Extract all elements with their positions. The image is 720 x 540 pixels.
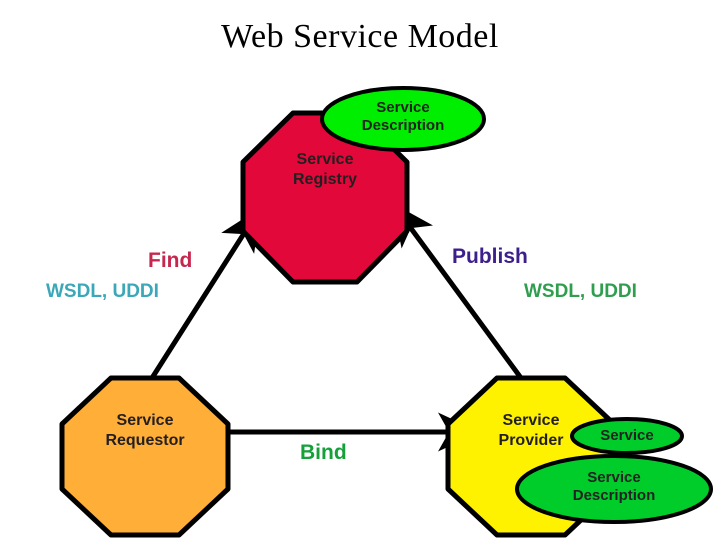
edge-sublabel-find: WSDL, UDDI <box>46 281 159 302</box>
node-service-requestor[interactable] <box>59 375 231 538</box>
callout-registry-service-description[interactable] <box>320 86 486 152</box>
edge-label-find: Find <box>148 249 193 272</box>
page-title: Web Service Model <box>221 18 499 55</box>
edge-find-line <box>116 207 261 419</box>
edge-publish-line <box>392 203 559 419</box>
edge-label-publish: Publish <box>452 245 528 268</box>
callout-provider-service-description[interactable] <box>515 454 713 524</box>
edge-sublabel-publish: WSDL, UDDI <box>524 281 637 302</box>
callout-provider-service[interactable] <box>570 417 684 455</box>
edge-label-bind: Bind <box>300 441 347 464</box>
